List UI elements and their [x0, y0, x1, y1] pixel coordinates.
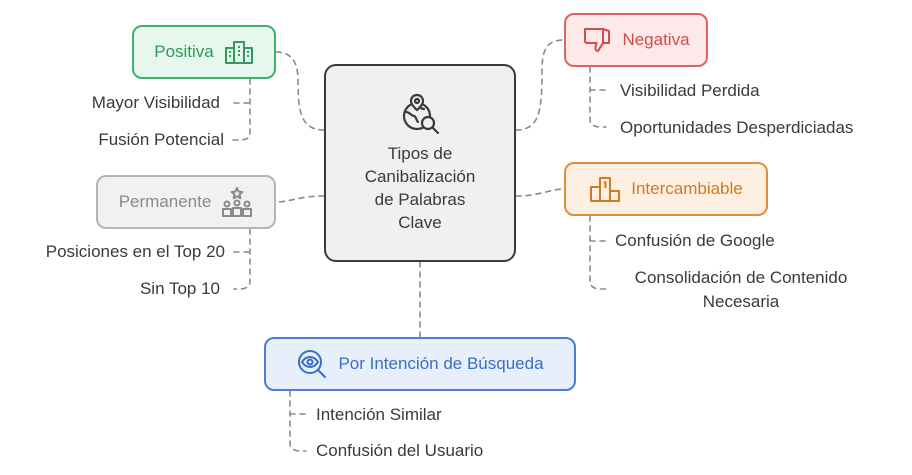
leaf-sin-top-10: Sin Top 10: [139, 279, 220, 298]
thumbs-down-icon: [584, 28, 611, 52]
node-intercambiable-label: Intercambiable: [631, 179, 743, 198]
node-permanente: Permanente: [96, 175, 276, 229]
globe-search-icon: [402, 93, 440, 135]
leaf-fusion-potencial: Fusión Potencial: [98, 130, 224, 149]
center-node: Tipos de Canibalización de Palabras Clav…: [324, 64, 516, 262]
node-positiva: Positiva: [132, 25, 276, 79]
node-negativa: Negativa: [564, 13, 708, 67]
leaf-posiciones-top-20: Posiciones en el Top 20: [45, 242, 225, 261]
leaf-confusion-usuario: Confusión del Usuario: [316, 441, 484, 460]
eye-search-icon: [298, 350, 327, 378]
node-permanente-label: Permanente: [118, 192, 212, 211]
leaf-visibilidad-perdida: Visibilidad Perdida: [620, 81, 760, 100]
podium-star-icon: [222, 187, 253, 217]
leaf-confusion-google: Confusión de Google: [615, 231, 775, 250]
node-positiva-label: Positiva: [154, 42, 214, 61]
leaf-mayor-visibilidad: Mayor Visibilidad: [91, 93, 220, 112]
node-por-intencion-label: Por Intención de Búsqueda: [338, 354, 544, 373]
leaf-oportunidades-desperdiciadas: Oportunidades Desperdiciadas: [620, 118, 854, 137]
podium-icon: [590, 177, 621, 202]
node-por-intencion: Por Intención de Búsqueda: [264, 337, 576, 391]
node-negativa-label: Negativa: [622, 30, 690, 49]
center-title: Tipos de Canibalización de Palabras Clav…: [364, 144, 476, 232]
node-intercambiable: Intercambiable: [564, 162, 768, 216]
buildings-icon: [224, 41, 253, 64]
leaf-intencion-similar: Intención Similar: [316, 405, 442, 424]
leaf-consolidacion-contenido: Consolidación de Contenido Necesaria: [634, 268, 848, 311]
